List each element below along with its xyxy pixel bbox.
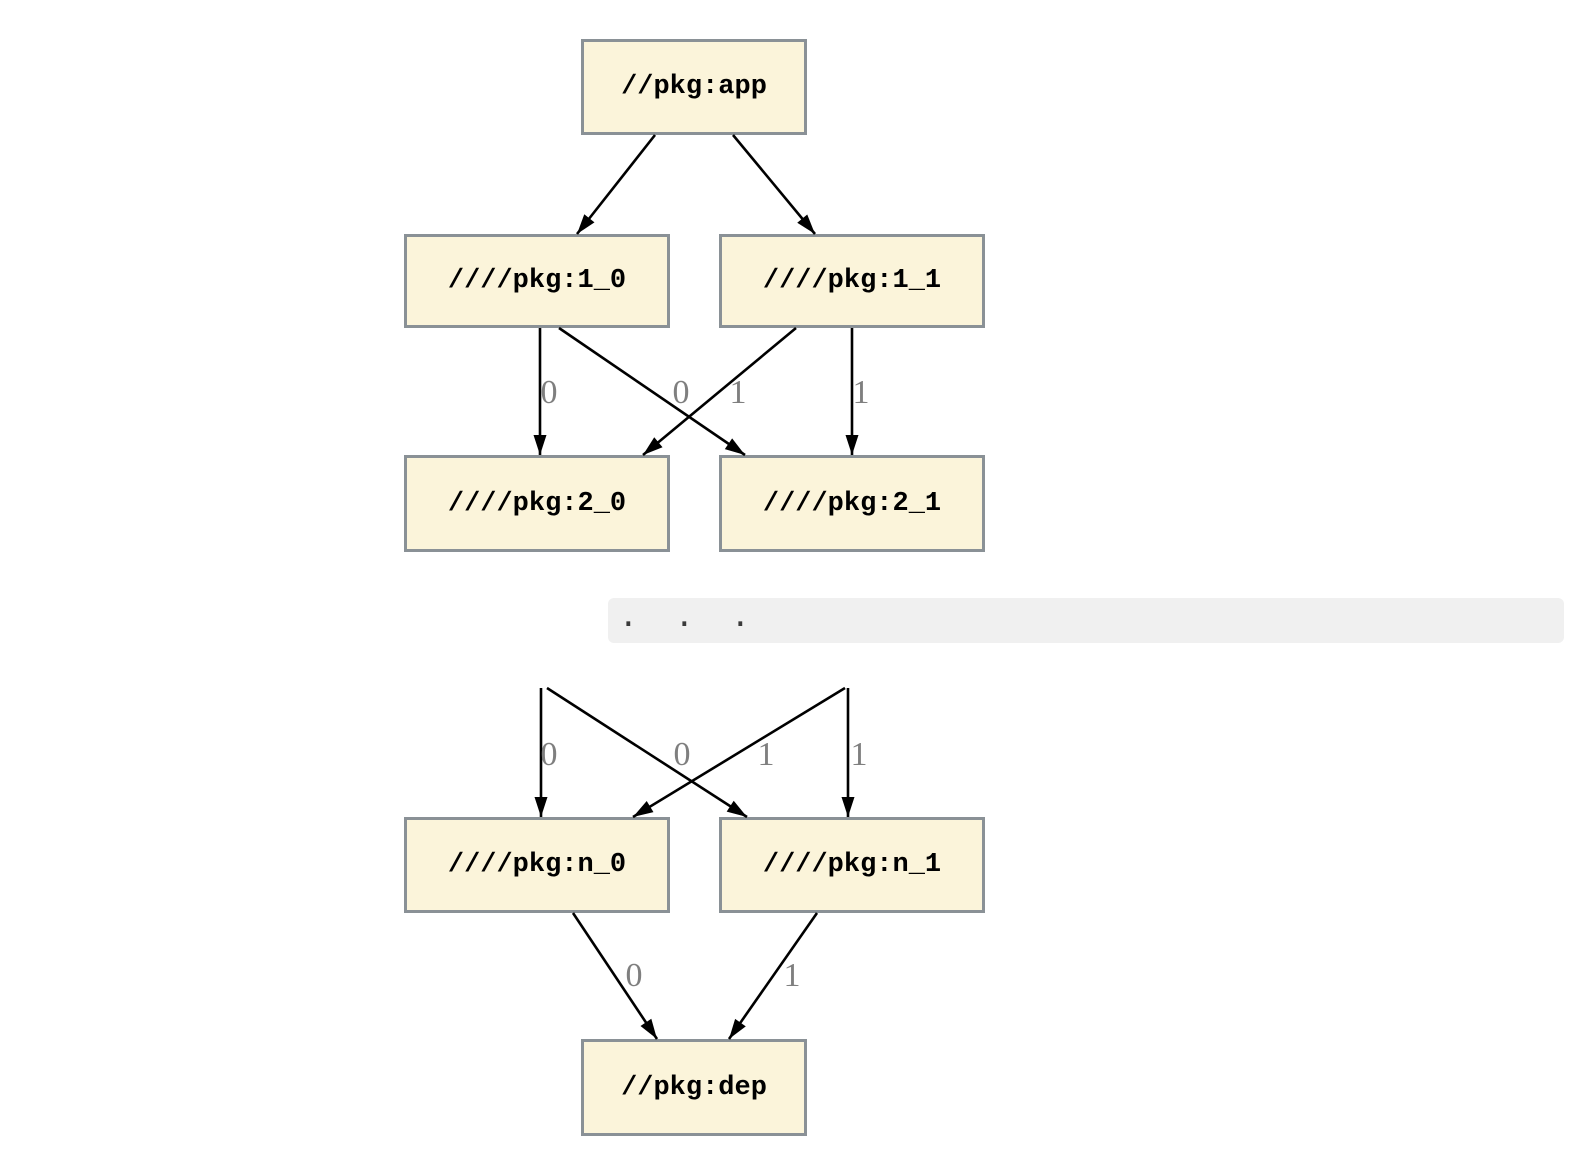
edge-label: 0 — [672, 374, 690, 411]
graph-node-1-1: ////pkg:1_1 — [719, 234, 985, 328]
edge-label: 0 — [673, 736, 691, 773]
edge-label: 0 — [540, 736, 558, 773]
edge-label: 1 — [783, 957, 801, 994]
graph-node-label: ////pkg:2_1 — [762, 488, 942, 519]
edge-label: 1 — [757, 736, 775, 773]
graph-node-label: ////pkg:1_0 — [447, 266, 627, 296]
edge-label: 0 — [540, 374, 558, 411]
graph-node-label: //pkg:app — [621, 72, 767, 102]
edge-label: 1 — [852, 374, 870, 411]
graph-node-1-0: ////pkg:1_0 — [404, 234, 670, 328]
graph-node-2-1: ////pkg:2_1 — [719, 455, 985, 552]
edge-label: 0 — [625, 957, 643, 994]
graph-node-label: ////pkg:n_1 — [762, 850, 942, 880]
ellipsis-dots: . . . — [619, 598, 750, 634]
graph-node-label: //pkg:dep — [621, 1072, 767, 1103]
graph-node-label: ////pkg:n_0 — [447, 850, 627, 880]
graph-node-dep: //pkg:dep — [581, 1039, 807, 1136]
graph-node-label: ////pkg:2_0 — [447, 488, 627, 519]
ellipsis-bar: . . . — [608, 598, 1564, 643]
graph-node-app: //pkg:app — [581, 39, 807, 135]
graph-node-2-0: ////pkg:2_0 — [404, 455, 670, 552]
graph-node-n-1: ////pkg:n_1 — [719, 817, 985, 913]
edge-label: 1 — [729, 374, 747, 411]
graph-node-label: ////pkg:1_1 — [762, 266, 942, 296]
edge-label: 1 — [850, 736, 868, 773]
graph-node-n-0: ////pkg:n_0 — [404, 817, 670, 913]
